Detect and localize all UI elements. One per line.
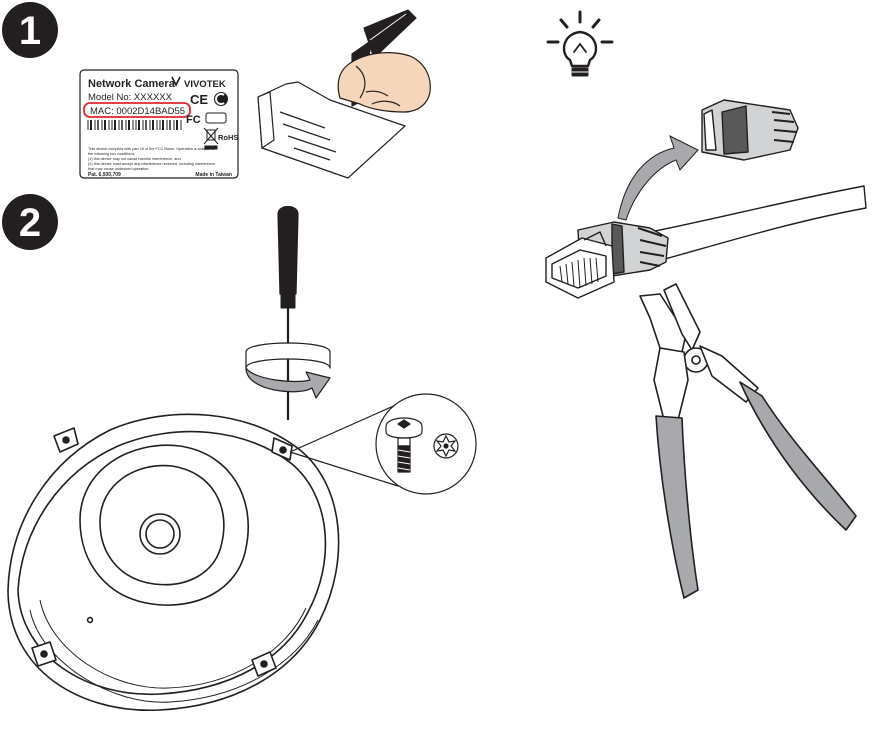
label-brand: VIVOTEK	[184, 79, 226, 90]
c-tick-mark	[214, 92, 228, 106]
rj45-boot	[701, 99, 799, 161]
step-2-number: 2	[19, 201, 41, 245]
compliance-line-1: This device complies with part 15 of the…	[88, 147, 214, 151]
screw-detail-callout	[289, 393, 477, 495]
mac-highlight	[83, 102, 191, 118]
tip-lightbulb-icon	[546, 10, 614, 77]
curved-arrow	[617, 135, 699, 221]
wire-cutter	[639, 283, 857, 599]
torx-socket-icon	[433, 433, 459, 459]
vivotek-logo: VIVOTEK	[171, 76, 226, 90]
rj45-connector	[545, 221, 669, 299]
label-mac: MAC: 0002D14BAD55	[90, 106, 185, 117]
compliance-line-4: (2) this device must accept any interfer…	[88, 162, 215, 166]
notepaper	[257, 81, 406, 179]
writing-hand	[337, 9, 431, 113]
dome-screw-top-right	[271, 437, 293, 461]
step-1-number: 1	[19, 9, 41, 53]
compliance-line-2: the following two conditions:	[88, 152, 135, 156]
security-screw	[385, 417, 423, 473]
camera-dome	[7, 413, 340, 711]
dome-screw-bottom-right	[251, 651, 277, 677]
weee-bin-icon	[203, 127, 219, 150]
label-model: Model No: XXXXXX	[88, 92, 173, 103]
compliance-line-3: (1) this device may not cause harmful in…	[88, 157, 181, 161]
label-title: Network Camera	[88, 78, 176, 90]
mac-label: Network Camera VIVOTEK Model No: XXXXXX …	[79, 69, 239, 179]
rohs-mark: RoHS	[218, 133, 238, 142]
step-1-badge: 1	[2, 2, 58, 58]
network-cable	[649, 185, 867, 263]
label-made-in: Made in Taiwan	[195, 172, 232, 178]
rotate-arrow	[245, 342, 331, 399]
step-2-badge: 2	[2, 194, 58, 250]
barcode	[87, 120, 182, 130]
ce-mark: CE	[190, 92, 208, 107]
fc-mark: FC	[186, 114, 201, 126]
label-pat: Pat. 6,930,709	[88, 172, 121, 178]
dome-screw-bottom-left	[31, 641, 57, 667]
screwdriver	[277, 205, 299, 420]
dome-screw-top-left	[53, 427, 79, 453]
compliance-line-5: that may cause undesired operation.	[88, 167, 149, 171]
